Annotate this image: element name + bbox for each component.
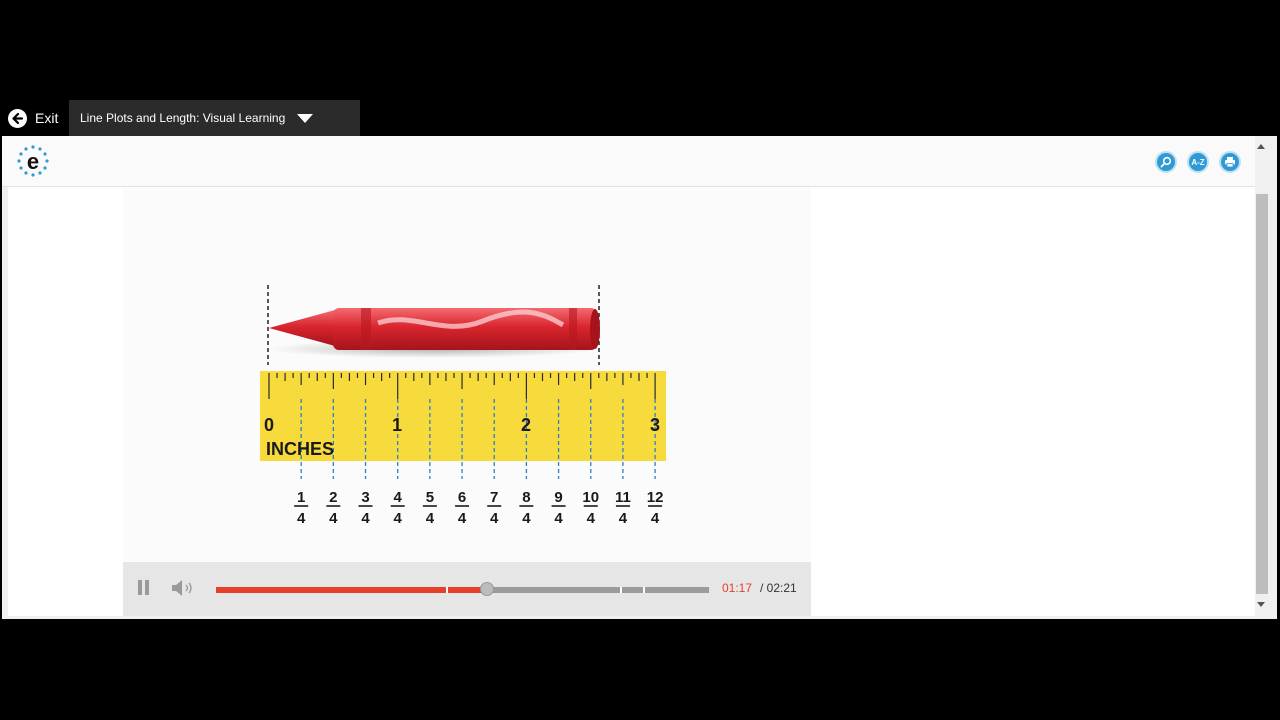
chevron-down-icon	[297, 113, 314, 123]
fraction-denominator: 4	[394, 510, 403, 527]
top-bar: Exit Line Plots and Length: Visual Learn…	[0, 100, 1280, 136]
quarter-inch-markers	[300, 399, 656, 479]
fraction-denominator: 4	[329, 510, 338, 527]
video-scene: 0 1 2 3 INCHES 1424344454647484941041141…	[260, 285, 666, 527]
fraction-label: 114	[615, 489, 631, 527]
segment-marker	[446, 587, 448, 593]
current-time: 01:17	[722, 581, 753, 595]
fraction-numerator: 3	[361, 489, 369, 506]
toolbar: A-Z	[1155, 151, 1241, 173]
scroll-up-arrow-icon[interactable]	[1257, 144, 1265, 149]
fraction-numerator: 4	[394, 489, 403, 506]
fraction-denominator: 4	[361, 510, 370, 527]
fraction-label: 104	[582, 489, 599, 527]
fraction-denominator: 4	[426, 510, 435, 527]
ruler-number-2: 2	[521, 415, 531, 435]
fraction-denominator: 4	[490, 510, 499, 527]
segment-marker	[643, 587, 645, 593]
total-time: / 02:21	[760, 581, 797, 595]
volume-icon[interactable]	[171, 579, 199, 597]
scroll-thumb[interactable]	[1256, 194, 1268, 594]
fraction-denominator: 4	[619, 510, 628, 527]
fraction-denominator: 4	[522, 510, 531, 527]
glossary-icon[interactable]: A-Z	[1187, 151, 1209, 173]
fraction-numerator: 10	[582, 489, 599, 506]
ruler-ticks	[268, 373, 656, 399]
scroll-down-arrow-icon[interactable]	[1257, 602, 1265, 607]
fraction-numerator: 8	[522, 489, 530, 506]
fraction-numerator: 2	[329, 489, 337, 506]
lesson-title-dropdown[interactable]: Line Plots and Length: Visual Learning	[69, 100, 360, 136]
progress-fill	[216, 587, 488, 593]
fraction-label: 14	[294, 489, 309, 527]
fraction-label: 34	[358, 489, 373, 527]
fraction-denominator: 4	[297, 510, 306, 527]
search-icon[interactable]	[1155, 151, 1177, 173]
fraction-numerator: 1	[297, 489, 305, 506]
video-controls: 01:17 / 02:21	[123, 562, 811, 616]
ruler-number-3: 3	[650, 415, 660, 435]
logo-icon: e	[17, 145, 49, 177]
fraction-numerator: 11	[615, 489, 631, 506]
pause-button[interactable]	[137, 580, 150, 595]
ruler-unit-label: INCHES	[266, 439, 334, 459]
fraction-numerator: 12	[647, 489, 664, 506]
fraction-denominator: 4	[651, 510, 660, 527]
svg-text:e: e	[27, 149, 39, 174]
scrollbar[interactable]	[1255, 136, 1269, 619]
crayon-illustration	[268, 308, 600, 358]
segment-marker	[620, 587, 622, 593]
exit-label: Exit	[35, 110, 59, 126]
fraction-label: 84	[519, 489, 534, 527]
fraction-label: 44	[390, 489, 405, 527]
progress-bar[interactable]	[216, 582, 709, 596]
ruler-number-0: 0	[264, 415, 274, 435]
ruler-number-1: 1	[392, 415, 402, 435]
fraction-denominator: 4	[554, 510, 563, 527]
fraction-label: 74	[487, 489, 502, 527]
lesson-header: e A-Z	[2, 136, 1255, 187]
lesson-window: e A-Z	[2, 136, 1277, 619]
ruler	[260, 371, 666, 461]
back-arrow-icon	[8, 108, 27, 128]
fraction-numerator: 9	[554, 489, 562, 506]
fraction-label: 64	[455, 489, 470, 527]
fraction-label: 24	[326, 489, 341, 527]
fraction-label: 54	[422, 489, 437, 527]
lesson-title: Line Plots and Length: Visual Learning	[80, 111, 286, 125]
fraction-label: 94	[551, 489, 566, 527]
exit-button[interactable]: Exit	[8, 100, 58, 136]
fraction-numerator: 7	[490, 489, 498, 506]
print-icon[interactable]	[1219, 151, 1241, 173]
fraction-denominator: 4	[587, 510, 596, 527]
fraction-numerator: 5	[426, 489, 434, 506]
progress-handle[interactable]	[480, 582, 495, 596]
fraction-numerator: 6	[458, 489, 466, 506]
fraction-denominator: 4	[458, 510, 467, 527]
fraction-label: 124	[647, 489, 664, 527]
